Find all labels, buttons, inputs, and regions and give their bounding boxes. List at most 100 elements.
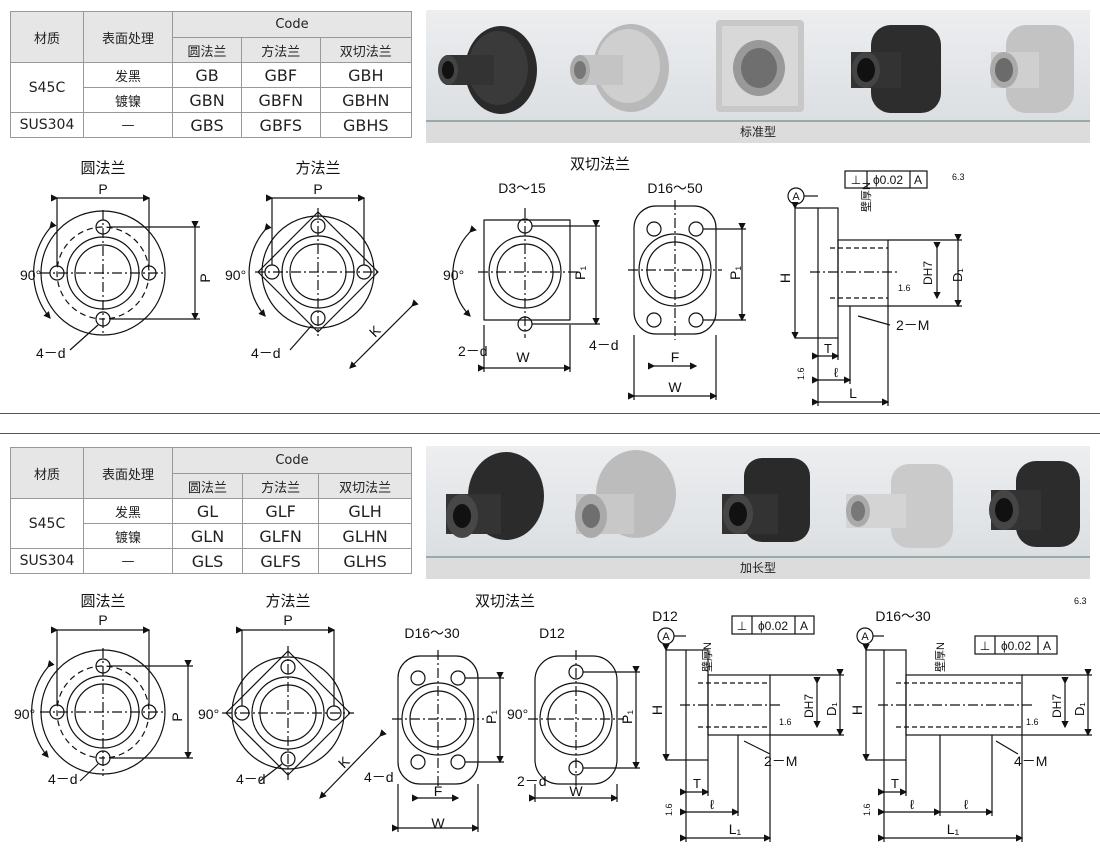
material-cell: S45C	[10, 62, 84, 113]
square-flange-drawing	[222, 626, 387, 799]
code-cell: GLHN	[318, 523, 412, 549]
standard-drawings: 圆法兰 方法兰 双切法兰 D3～15 D16～50 P P P 90° 90° …	[20, 156, 965, 406]
section-divider	[0, 413, 1100, 414]
tolerance-value: ϕ0.02	[873, 173, 903, 187]
tolerance-value: ϕ0.02	[758, 619, 788, 633]
dim-w: W	[569, 783, 583, 799]
table-row: S45C 发黑 GB GBF GBH	[10, 62, 413, 113]
hole-label: 4－d	[589, 337, 619, 353]
surface-cell: 镀镍	[83, 87, 173, 113]
double-cut-small-drawing	[452, 208, 600, 372]
table-row: SUS304 — GBS GBFS GBHS	[10, 112, 413, 138]
hole-label: 4－d	[251, 345, 281, 361]
side-label-d16-30: D16～30	[875, 608, 930, 624]
angle-label: 90°	[225, 267, 246, 283]
dim-w: W	[431, 815, 445, 831]
roughness-1-6: 1.6	[664, 803, 674, 816]
code-cell: GBS	[172, 112, 242, 138]
product-photo-silver-round	[570, 24, 669, 112]
roughness-1-6: 1.6	[1026, 717, 1039, 727]
dim-p1: P₁	[483, 710, 499, 724]
dim-p1: P₁	[727, 266, 743, 280]
dim-dh7: DH7	[802, 694, 816, 718]
size-label-d3-15: D3～15	[498, 180, 546, 196]
round-flange-drawing	[33, 194, 200, 351]
dim-t: T	[891, 776, 899, 791]
double-cut-large-drawing	[628, 200, 746, 400]
product-photo-black-doublecut-long	[989, 461, 1080, 547]
double-cut-title: 双切法兰	[570, 156, 630, 173]
code-cell: GBHS	[319, 112, 413, 138]
surface-cell: 发黑	[83, 62, 173, 88]
code-cell: GB	[172, 62, 242, 88]
roughness-1-6: 1.6	[779, 717, 792, 727]
table-row: SUS304 — GLS GLFS GLHS	[10, 548, 412, 574]
square-flange-drawing	[248, 194, 419, 369]
material-header: 材质	[10, 447, 84, 499]
dim-p: P	[313, 181, 322, 197]
code-header: Code	[172, 447, 412, 474]
hole-label: 4－d	[236, 771, 266, 787]
table-row: S45C 发黑 GL GLF GLH	[10, 498, 412, 549]
thread-label: 4－M	[1014, 753, 1047, 769]
product-photo-panel	[426, 10, 1090, 120]
angle-label: 90°	[14, 706, 35, 722]
side-section-d16-30	[856, 627, 1092, 842]
standard-type-section: 材质 表面处理 Code 圆法兰 方法兰 双切法兰 S45C 发黑 GB GBF…	[0, 0, 1100, 412]
dim-dh7: DH7	[1050, 694, 1064, 718]
material-header: 材质	[10, 11, 84, 63]
roughness-6-3: 6.3	[1074, 596, 1087, 606]
code-cell: GBH	[319, 62, 413, 88]
square-flange-header: 方法兰	[241, 37, 321, 63]
dim-h: H	[777, 273, 793, 283]
side-section-drawing	[787, 170, 962, 406]
code-cell: GLF	[242, 498, 320, 524]
hole-label: 2－d	[458, 343, 488, 359]
product-photos	[438, 20, 1074, 114]
hole-label: 4－d	[364, 769, 394, 785]
round-flange-drawing	[31, 626, 193, 782]
square-flange-header: 方法兰	[242, 473, 320, 499]
dim-p1: P₁	[619, 710, 635, 724]
product-photo-black-round-long	[446, 452, 544, 540]
dim-dh7: DH7	[921, 261, 935, 285]
code-cell: GBFS	[241, 112, 321, 138]
table-row: 镀镍 GLN GLFN GLHN	[11, 523, 412, 549]
size-label-d16-50: D16～50	[647, 180, 702, 196]
double-cut-header: 双切法兰	[319, 37, 413, 63]
section-divider	[0, 433, 1100, 434]
side-label-d12: D12	[652, 608, 678, 624]
dim-l-small: ℓ	[910, 797, 915, 812]
perpendicularity-symbol: ⊥	[851, 173, 861, 187]
dim-l: L	[849, 385, 857, 401]
photo-caption: 加长型	[426, 556, 1090, 579]
product-photo-silver-round-long	[575, 450, 676, 538]
dim-t: T	[824, 341, 832, 356]
surface-cell: —	[83, 548, 173, 574]
long-code-table: 材质 表面处理 Code 圆法兰 方法兰 双切法兰 S45C 发黑 GL GLF…	[10, 447, 412, 574]
side-section-d12	[657, 615, 844, 842]
product-photo-black-square-long	[722, 458, 810, 542]
square-flange-title: 方法兰	[295, 160, 340, 177]
angle-label: 90°	[507, 706, 528, 722]
roughness-1-6: 1.6	[898, 283, 911, 293]
dim-l-small: ℓ	[834, 365, 839, 380]
hole-label: 2－d	[517, 773, 547, 789]
dim-p: P	[98, 181, 107, 197]
product-photos	[446, 450, 1080, 548]
dim-t: T	[693, 776, 701, 791]
double-cut-header: 双切法兰	[318, 473, 412, 499]
code-cell: GBN	[172, 87, 242, 113]
product-photo-black-round	[438, 26, 537, 114]
product-photo-silver-doublecut	[990, 25, 1074, 113]
size-label-d16-30: D16～30	[404, 625, 459, 641]
dim-f: F	[671, 349, 680, 365]
angle-label: 90°	[443, 267, 464, 283]
perpendicularity-symbol: ⊥	[737, 619, 747, 633]
dim-d1: D₁	[950, 268, 965, 282]
double-cut-large-drawing	[392, 650, 504, 832]
double-cut-title: 双切法兰	[475, 593, 535, 610]
round-flange-title: 圆法兰	[80, 593, 125, 610]
dim-k: K	[335, 753, 353, 771]
surface-cell: —	[83, 112, 173, 138]
